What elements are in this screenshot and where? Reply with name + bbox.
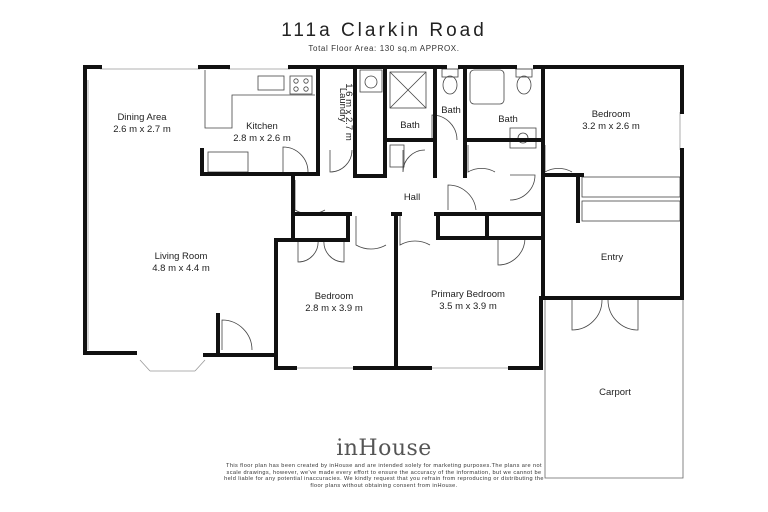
bedroom-ne-dims: 3.2 m x 2.6 m — [582, 121, 640, 132]
bath-left-label: Bath — [400, 120, 420, 131]
laundry-label: Laundry — [337, 88, 348, 123]
kitchen-dims: 2.8 m x 2.6 m — [233, 133, 291, 144]
living-room-dims: 4.8 m x 4.4 m — [152, 263, 210, 274]
bath-mid-label: Bath — [441, 105, 461, 116]
dining-area-label: Dining Area — [117, 112, 167, 123]
floor-area: Total Floor Area: 130 sq.m APPROX. — [308, 44, 460, 53]
bedroom-label: Bedroom — [315, 291, 354, 302]
carport-label: Carport — [599, 387, 631, 398]
room-labels: Dining Area 2.6 m x 2.7 m Kitchen 2.8 m … — [113, 83, 640, 398]
plan-title: 111a Clarkin Road — [281, 20, 487, 41]
dining-area-dims: 2.6 m x 2.7 m — [113, 124, 171, 135]
disclaimer-text: This floor plan has been created by inHo… — [224, 463, 544, 489]
laundry-dims: 1.6 m x 2.7 m — [343, 83, 354, 141]
living-room-label: Living Room — [155, 251, 208, 262]
kitchen-label: Kitchen — [246, 121, 278, 132]
brand-logo: inHouse — [336, 436, 432, 461]
primary-bedroom-dims: 3.5 m x 3.9 m — [439, 301, 497, 312]
bedroom-dims: 2.8 m x 3.9 m — [305, 303, 363, 314]
hall-label: Hall — [404, 192, 420, 203]
bath-right-label: Bath — [498, 114, 518, 125]
bedroom-ne-label: Bedroom — [592, 109, 631, 120]
walls — [83, 65, 684, 370]
primary-bedroom-label: Primary Bedroom — [431, 289, 505, 300]
entry-label: Entry — [601, 252, 623, 263]
